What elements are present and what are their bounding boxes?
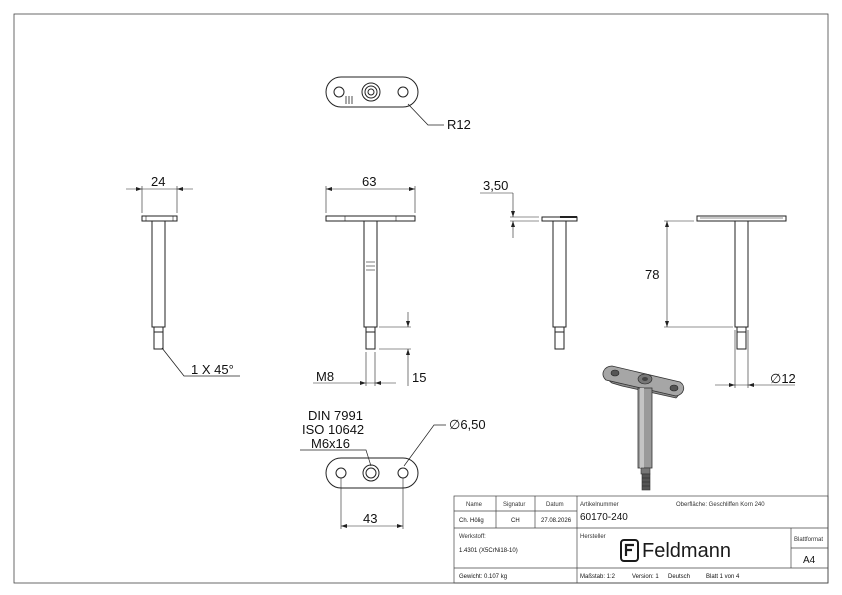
tb-sheet: Blatt 1 von 4 <box>706 574 740 580</box>
dim-hole-diameter: ∅6,50 <box>449 417 486 432</box>
tb-format: A4 <box>803 555 816 566</box>
dim-thread-length: 15 <box>412 370 426 385</box>
screw-spec-line2: ISO 10642 <box>302 422 364 437</box>
tb-date: 27.08.2026 <box>541 518 572 524</box>
screw-spec-line3: M6x16 <box>311 436 350 451</box>
top-view <box>325 76 444 126</box>
tb-version: Version: 1 <box>632 574 659 580</box>
tb-manufacturer-label: Hersteller <box>580 534 606 540</box>
sheet-border <box>13 13 829 584</box>
dim-height: 78 <box>645 267 659 282</box>
side-view-thickness <box>480 192 578 350</box>
dim-plate-thickness: 3,50 <box>483 178 508 193</box>
title-block <box>453 495 829 584</box>
screw-spec-line1: DIN 7991 <box>308 408 363 423</box>
tb-material: 1.4301 (X5CrNi18-10) <box>459 548 518 554</box>
tb-material-label: Werkstoff: <box>459 534 486 540</box>
tb-weight: Gewicht: 0.107 kg <box>459 574 507 580</box>
tb-scale: Maßstab: 1:2 <box>580 574 616 580</box>
tb-name: Ch. Hölig <box>459 518 484 524</box>
dim-tube-diameter: ∅12 <box>770 371 796 386</box>
logo-icon <box>620 539 639 562</box>
tb-signature: CH <box>511 518 520 524</box>
feldmann-logo: Feldmann <box>620 539 731 562</box>
side-view-narrow <box>126 186 240 377</box>
dim-chamfer: 1 X 45° <box>191 362 234 377</box>
front-view <box>313 186 416 386</box>
tb-format-label: Blattformat <box>794 537 823 543</box>
tb-header-date: Datum <box>546 502 564 508</box>
tb-language: Deutsch <box>668 574 690 580</box>
section-view <box>664 215 795 388</box>
logo-text: Feldmann <box>642 540 731 562</box>
isometric-view <box>602 365 685 491</box>
tb-surface: Oberfläche: Geschliffen Korn 240 <box>676 502 765 508</box>
dim-hole-spacing: 43 <box>363 511 377 526</box>
dim-radius: R12 <box>447 117 471 132</box>
bottom-view <box>300 424 446 529</box>
dim-plate-length: 63 <box>362 174 376 189</box>
tb-article-label: Artikelnummer <box>580 502 619 508</box>
tb-header-signature: Signatur <box>503 502 525 508</box>
dim-plate-width: 24 <box>151 174 165 189</box>
tb-header-name: Name <box>466 502 483 508</box>
tb-article-number: 60170-240 <box>580 512 628 523</box>
dim-thread: M8 <box>316 369 334 384</box>
